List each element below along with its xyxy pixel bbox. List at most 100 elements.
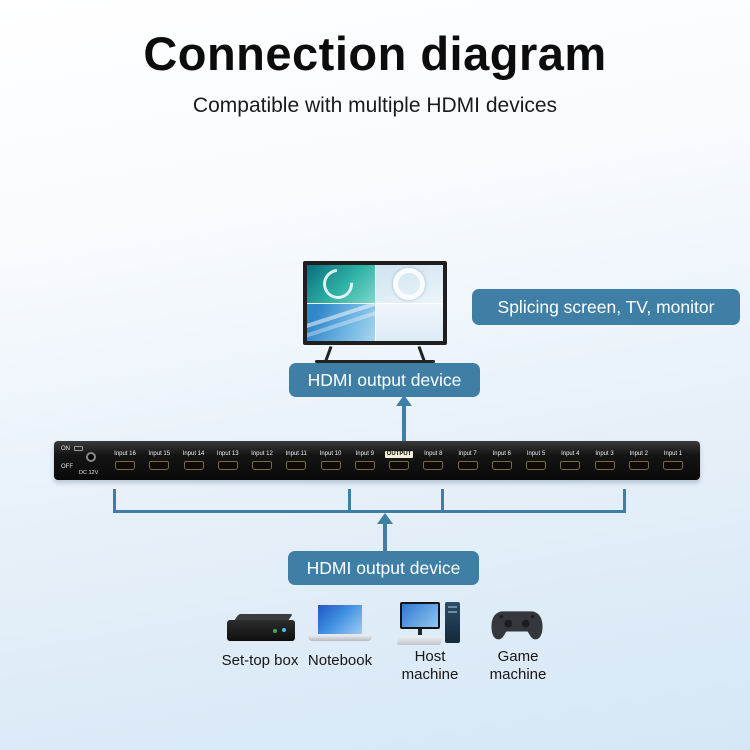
hdmi-port-icon xyxy=(389,461,409,470)
port-label: Input 13 xyxy=(216,451,239,457)
hdmi-output-device-label-top: HDMI output device xyxy=(289,363,480,397)
arrow-head xyxy=(396,395,412,406)
hdmi-port-icon xyxy=(252,461,272,470)
hdmi-input-port: Input 8 xyxy=(418,451,448,470)
hdmi-port-icon xyxy=(354,461,375,470)
tv-stand-base xyxy=(315,360,435,363)
port-label: Input 16 xyxy=(114,451,136,457)
gamepad-icon xyxy=(491,611,543,640)
hdmi-input-port: Input 4 xyxy=(555,451,585,470)
host-keyboard xyxy=(396,636,444,645)
dc-jack-icon xyxy=(86,452,96,462)
power-on-label: ON xyxy=(61,446,70,452)
hdmi-port-icon xyxy=(526,461,546,470)
hdmi-port-icon xyxy=(628,461,649,470)
hdmi-input-port: Input 7 xyxy=(453,451,483,470)
port-label: Input 6 xyxy=(492,451,511,457)
arrow-up-icon xyxy=(377,513,393,552)
arrow-shaft xyxy=(402,406,406,441)
host-monitor xyxy=(400,602,440,629)
hdmi-input-port: Input 15 xyxy=(144,451,174,470)
port-label: OUTPUT xyxy=(384,451,414,458)
notebook-icon xyxy=(308,603,372,645)
bracket-stub xyxy=(441,489,444,512)
hdmi-port-icon xyxy=(491,461,512,470)
game-machine-icon xyxy=(489,606,545,644)
power-section: ON OFF DC 12V xyxy=(54,441,108,480)
notebook-label: Notebook xyxy=(307,652,373,669)
hdmi-port-icon xyxy=(320,461,341,470)
hdmi-input-port: Input 5 xyxy=(521,451,551,470)
hdmi-input-port: Input 11 xyxy=(281,451,311,470)
notebook-display xyxy=(318,605,362,634)
tv-quadrant-1 xyxy=(307,265,375,303)
hdmi-port-icon xyxy=(594,461,615,470)
hdmi-input-port: Input 14 xyxy=(179,451,209,470)
tv-screen xyxy=(303,261,447,345)
tv-leg-right xyxy=(417,345,426,362)
hdmi-input-port: Input 2 xyxy=(624,451,654,470)
host-display xyxy=(402,604,438,627)
hdmi-input-port: Input 6 xyxy=(487,451,517,470)
hdmi-port-icon xyxy=(560,461,581,470)
port-label: Input 10 xyxy=(319,451,342,457)
host-machine-icon xyxy=(396,600,462,647)
hdmi-input-port: Input 10 xyxy=(316,451,346,470)
port-label: Input 7 xyxy=(458,451,477,457)
power-switch-icon xyxy=(74,446,83,451)
port-label: Input 9 xyxy=(355,451,374,457)
tv-quadrant-2 xyxy=(375,265,443,303)
notebook-screen xyxy=(316,603,364,636)
game-machine-label: Game machine xyxy=(489,648,547,683)
page-title: Connection diagram xyxy=(143,27,607,80)
hdmi-input-port: Input 12 xyxy=(247,451,277,470)
hdmi-port-icon xyxy=(457,461,478,470)
dc-12v-label: DC 12V xyxy=(79,470,99,476)
hdmi-port-icon xyxy=(217,461,238,470)
port-label: Input 1 xyxy=(663,451,683,457)
splicing-screen-label: Splicing screen, TV, monitor xyxy=(472,289,740,325)
bracket-line xyxy=(113,510,626,513)
tv-quadrant-4 xyxy=(375,303,443,341)
hdmi-port-icon xyxy=(183,461,204,470)
arrow-shaft xyxy=(383,524,387,552)
hdmi-port-icon xyxy=(423,461,444,470)
page-subtitle: Compatible with multiple HDMI devices xyxy=(192,94,558,117)
hdmi-input-port: Input 13 xyxy=(213,451,243,470)
port-label: Input 5 xyxy=(526,451,546,457)
port-label: Input 3 xyxy=(595,451,614,457)
arrow-up-icon xyxy=(396,395,412,441)
port-label: Input 4 xyxy=(561,451,580,457)
ports: Input 16 Input 15 Input 14 Input 13 Input 12… xyxy=(108,441,700,480)
notebook-base xyxy=(308,636,372,641)
hdmi-output-device-label-bottom: HDMI output device xyxy=(288,551,479,585)
set-top-box-label: Set-top box xyxy=(221,652,299,669)
tv-leg-left xyxy=(324,345,333,362)
host-machine-label: Host machine xyxy=(401,648,459,683)
bracket-stub xyxy=(113,489,116,512)
hdmi-input-port: Input 1 xyxy=(658,451,688,470)
port-label: Input 14 xyxy=(182,451,205,457)
port-label: Input 2 xyxy=(629,451,648,457)
hdmi-input-port: Input 16 xyxy=(110,451,140,470)
hdmi-port-icon xyxy=(149,461,170,470)
host-tower xyxy=(445,602,460,643)
set-top-box-icon xyxy=(226,612,296,646)
port-label: Input 15 xyxy=(148,451,171,457)
port-label: Input 11 xyxy=(285,451,307,457)
hdmi-output-port: OUTPUT xyxy=(384,451,414,470)
host-monitor-stand xyxy=(418,629,422,635)
hdmi-port-icon xyxy=(663,461,683,470)
bracket-stub xyxy=(623,489,626,512)
port-label: Input 8 xyxy=(424,451,443,457)
arrow-head xyxy=(377,513,393,524)
hdmi-input-port: Input 9 xyxy=(350,451,380,470)
power-off-label: OFF xyxy=(61,464,73,470)
hdmi-port-icon xyxy=(286,461,307,470)
port-label: Input 12 xyxy=(251,451,273,457)
tv-quadrant-3 xyxy=(307,303,375,341)
bracket-stub xyxy=(348,489,351,512)
tv-monitor-icon xyxy=(303,261,447,367)
